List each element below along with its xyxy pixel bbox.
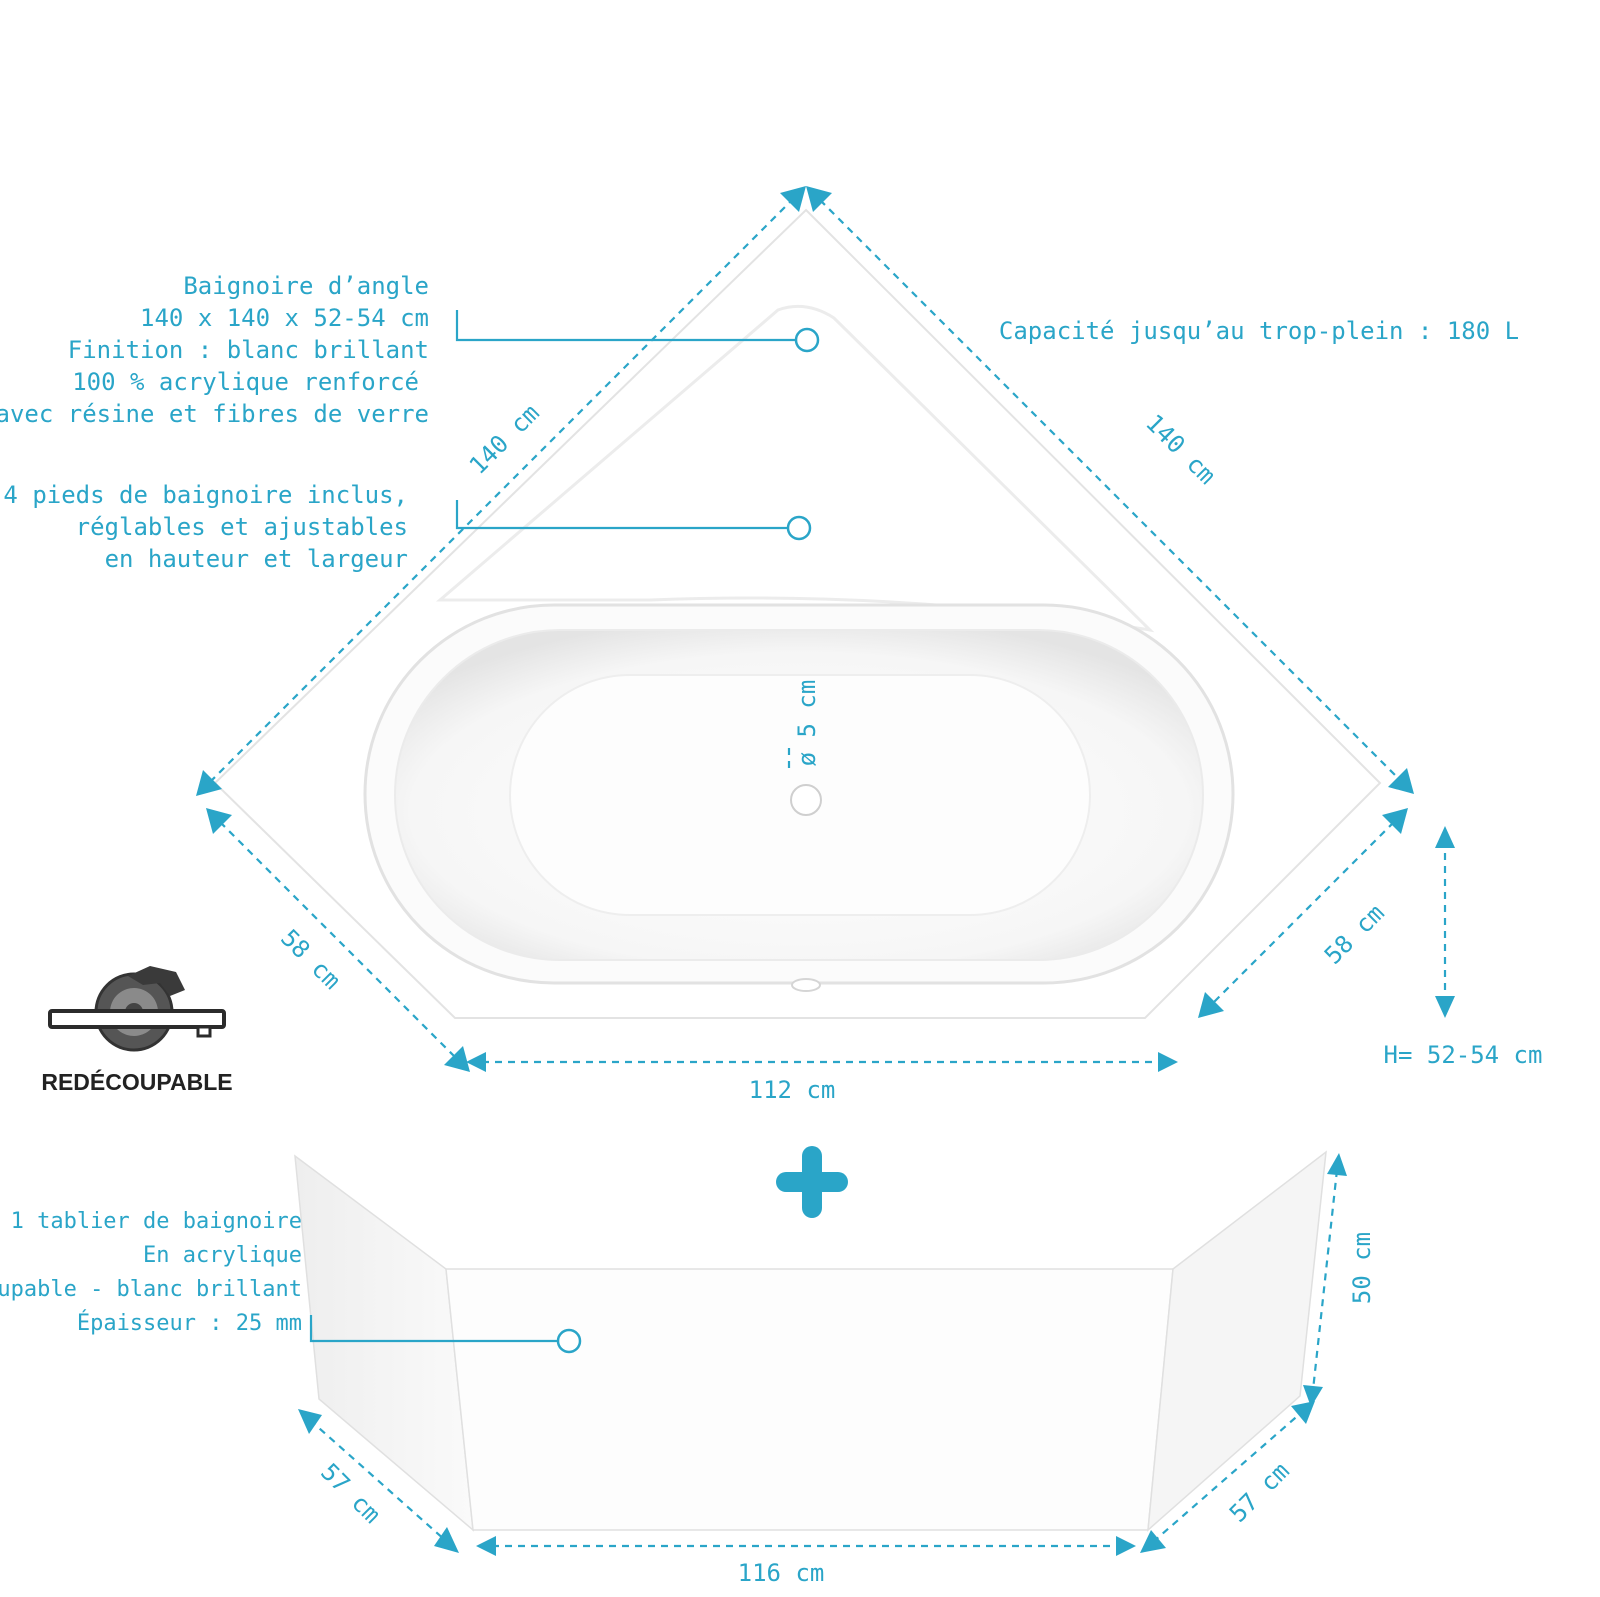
dim-side-left-label: 58 cm: [275, 924, 346, 995]
bathtub-callout-dot: [794, 327, 820, 353]
capacity-label: Capacité jusqu’au trop-plein : 180 L: [999, 317, 1519, 345]
plus-icon: [776, 1146, 848, 1218]
panel-front-face: [445, 1268, 1174, 1531]
spec-line: Baignoire d’angle: [183, 272, 429, 300]
bath-panel: [294, 1150, 1327, 1532]
panel-callout-dot: [556, 1328, 582, 1354]
spec-line: Recoupable - blanc brillant: [0, 1277, 302, 1302]
spec-line: En acrylique: [143, 1243, 302, 1268]
dim-height-label: H= 52-54 cm: [1384, 1041, 1543, 1069]
tub-dimension-lines: [196, 186, 1455, 1072]
spec-line: 4 pieds de baignoire inclus,: [3, 481, 408, 509]
feet-leader-line: [455, 500, 788, 530]
redecoupable-label: REDÉCOUPABLE: [41, 1068, 232, 1095]
spec-line: en hauteur et largeur: [105, 545, 408, 573]
spec-line: 100 % acrylique renforcé: [72, 368, 419, 396]
feet-callout-dot: [786, 515, 812, 541]
spec-line: 140 x 140 x 52-54 cm: [140, 304, 429, 332]
panel-spec-callout: 1 tablier de baignoire En acrylique Reco…: [0, 1209, 582, 1354]
dim-top-left-label: 140 cm: [464, 399, 545, 480]
spec-line: 1 tablier de baignoire: [11, 1209, 302, 1234]
corner-bathtub: [213, 208, 1382, 1019]
spec-line: avec résine et fibres de verre: [0, 400, 429, 428]
panel-dimension-lines: [298, 1153, 1347, 1556]
spec-line: Finition : blanc brillant: [68, 336, 429, 364]
panel-right-face: [1147, 1150, 1327, 1532]
dim-drain-label: ø 5 cm: [793, 680, 821, 767]
panel-side-left-label: 57 cm: [315, 1458, 386, 1529]
panel-leader-line: [309, 1315, 558, 1343]
dim-side-right-label: 58 cm: [1319, 899, 1390, 970]
bathtub-spec-callout: Baignoire d’angle 140 x 140 x 52-54 cm F…: [0, 272, 820, 428]
panel-front-label: 116 cm: [738, 1559, 825, 1587]
circular-saw-icon: [48, 966, 226, 1052]
spec-line: réglables et ajustables: [76, 513, 408, 541]
panel-height-label: 50 cm: [1348, 1232, 1376, 1304]
redecoupable-badge: REDÉCOUPABLE: [41, 966, 233, 1095]
bathtub-leader-line: [455, 310, 796, 342]
panel-side-right-label: 57 cm: [1224, 1457, 1295, 1528]
drain-hole: [790, 784, 822, 816]
dim-top-right-label: 140 cm: [1140, 409, 1221, 490]
spec-line: Épaisseur : 25 mm: [77, 1310, 302, 1336]
overflow-hole: [791, 978, 821, 992]
dim-front-label: 112 cm: [749, 1076, 836, 1104]
feet-spec-callout: 4 pieds de baignoire inclus, réglables e…: [3, 481, 812, 573]
